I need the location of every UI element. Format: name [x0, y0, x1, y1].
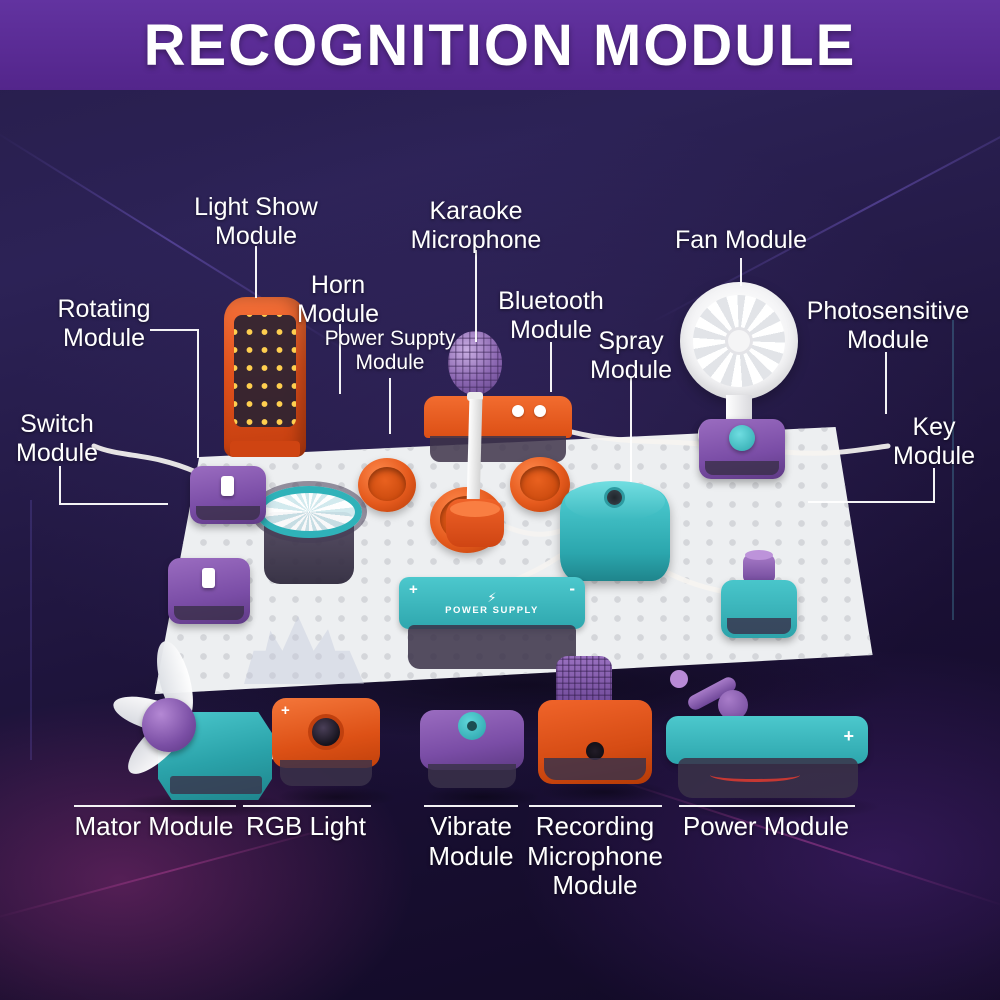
key-module	[699, 419, 785, 479]
vibrate-button	[458, 712, 486, 740]
module-base-strip	[174, 606, 244, 620]
horn-cone	[520, 466, 560, 501]
power-supply-body	[408, 625, 576, 669]
horn-module	[358, 458, 416, 512]
module-shadow	[672, 794, 882, 820]
module-shadow	[276, 786, 396, 808]
switch-module	[168, 558, 250, 624]
label-bluetooth-module: Bluetooth Module	[498, 287, 604, 344]
label-rotating-module: Rotating Module	[57, 295, 151, 352]
label-photosensitive-module: Photosensitive Module	[806, 297, 970, 354]
fan-hub	[728, 330, 750, 352]
knob-module-body	[721, 580, 797, 638]
label-switch-module: Switch Module	[16, 410, 98, 467]
label-power-module: Power Module	[682, 811, 850, 841]
key-button	[729, 425, 755, 451]
label-vibrate-module: Vibrate Module	[428, 811, 514, 871]
switch-toggle	[202, 568, 215, 588]
motor-hub	[142, 698, 196, 752]
label-spray-module: Spray Module	[590, 327, 672, 384]
power-module-body	[678, 758, 858, 798]
module-shadow	[540, 780, 670, 804]
rotating-module	[256, 486, 362, 588]
light-streak	[952, 320, 954, 620]
mator-module	[109, 637, 274, 802]
bluetooth-button	[534, 405, 546, 417]
spray-module	[560, 481, 670, 581]
rgb-light-module: +	[272, 698, 380, 790]
button-dot	[467, 721, 477, 731]
red-wire	[710, 768, 800, 782]
label-fan-module: Fan Module	[674, 226, 808, 254]
module-base-strip	[705, 461, 779, 475]
label-recording-microphone-module: Recording Microphone Module	[527, 811, 663, 901]
crank-hub	[718, 690, 748, 720]
power-module-top: +	[666, 716, 868, 764]
led-screen	[234, 315, 296, 427]
vibrate-module	[420, 710, 524, 790]
microphone-ring	[467, 392, 483, 401]
bluetooth-module	[424, 396, 572, 462]
module-shadow	[424, 786, 540, 808]
recording-mic-head	[556, 656, 612, 708]
title-banner: RECOGNITION MODULE	[0, 0, 1000, 90]
horn-module	[510, 457, 570, 512]
switch-module	[190, 466, 266, 524]
label-karaoke-microphone: Karaoke Microphone	[410, 197, 542, 254]
power-module: +	[662, 664, 874, 800]
label-power-suppty-module: Power Suppty Module	[324, 327, 456, 374]
power-supply-top: + - ⚡ POWER SUPPLY	[399, 577, 585, 629]
microphone-stem	[466, 398, 483, 506]
bluetooth-top	[424, 396, 572, 438]
microphone-base-top	[450, 501, 500, 517]
mic-port	[586, 742, 604, 760]
horn-cone	[368, 467, 406, 501]
switch-toggle	[221, 476, 234, 496]
plus-mark: +	[843, 726, 854, 746]
lightning-icon: ⚡	[487, 589, 497, 605]
crank-knob	[670, 670, 688, 688]
module-base-strip	[170, 776, 262, 794]
label-rgb-light: RGB Light	[246, 811, 366, 841]
light-streak	[30, 500, 32, 760]
label-mator-module: Mator Module	[74, 811, 234, 841]
module-base-strip	[544, 758, 646, 780]
module-base-strip	[428, 764, 516, 788]
module-base-strip	[280, 760, 372, 786]
knob	[743, 550, 775, 584]
module-base-strip	[196, 506, 260, 520]
bluetooth-button	[512, 405, 524, 417]
page-title: RECOGNITION MODULE	[143, 12, 857, 78]
plus-mark: +	[409, 581, 418, 598]
label-light-show-module: Light Show Module	[194, 193, 318, 250]
turbine-fan	[256, 486, 362, 538]
spray-nozzle	[604, 487, 625, 508]
recording-microphone-module	[538, 656, 658, 786]
microphone-base	[446, 499, 504, 547]
knob-top	[745, 550, 773, 560]
tower-base	[230, 441, 300, 457]
knob-module	[721, 550, 797, 638]
power-supply-text: POWER SUPPLY	[445, 604, 539, 616]
light-show-module	[224, 297, 306, 457]
minus-mark: -	[569, 579, 575, 598]
fan-module-head	[680, 282, 798, 400]
label-horn-module: Horn Module	[297, 271, 379, 328]
recording-mic-body	[538, 700, 652, 784]
module-base-strip	[727, 618, 791, 634]
plus-mark: +	[281, 702, 290, 719]
label-key-module: Key Module	[893, 413, 975, 470]
rgb-lens	[308, 714, 344, 750]
